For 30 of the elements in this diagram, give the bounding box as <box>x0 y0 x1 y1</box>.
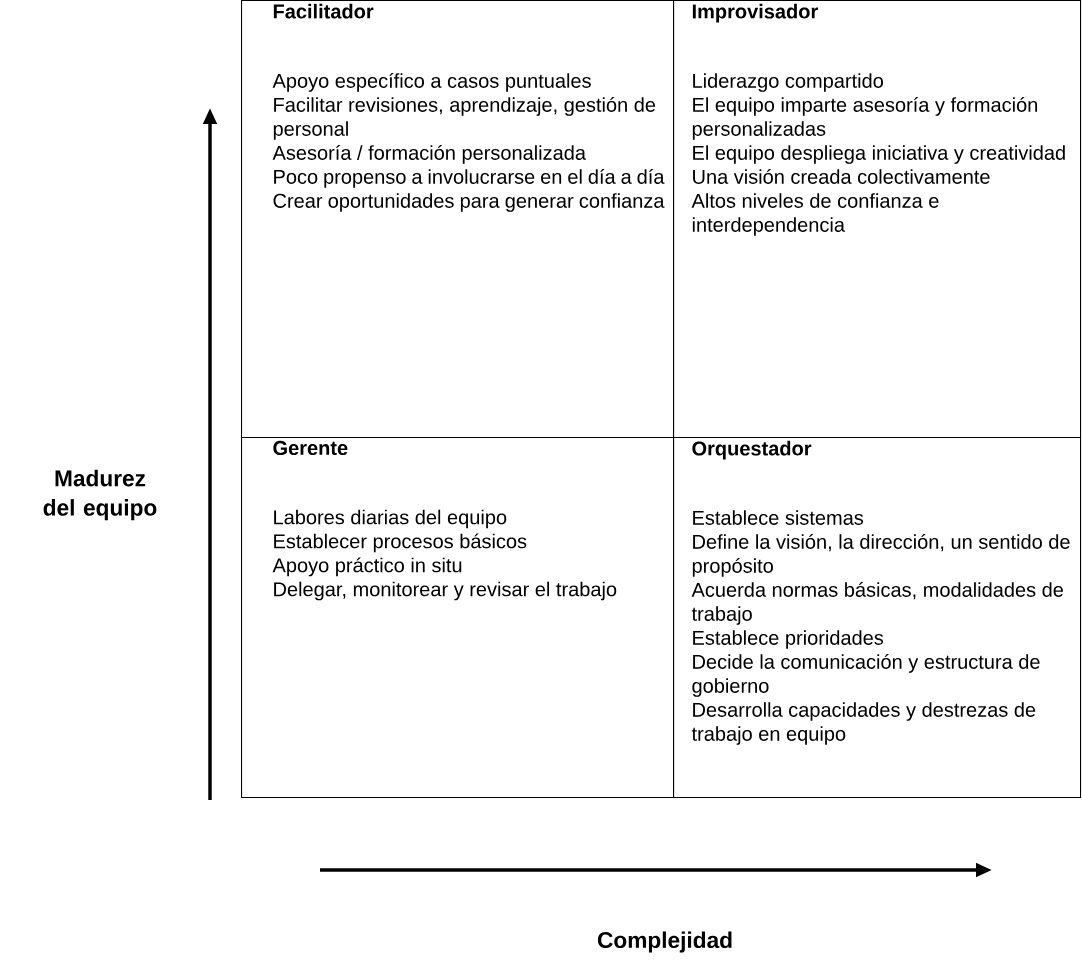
quadrant-box <box>241 437 675 799</box>
heading: Facilitador <box>273 3 374 19</box>
list-item: El equipo imparte asesoría y formación personalizadas <box>692 97 1038 140</box>
list-item: Crear oportunidades para generar confianza <box>273 193 665 212</box>
quadrant-box <box>673 0 1082 439</box>
list-item: Establecer procesos básicos <box>274 533 527 553</box>
list-item: Asesoría / formación personalizada <box>272 144 586 164</box>
list-item: Apoyo específico a casos puntuales <box>272 73 591 92</box>
list-item: Desarrolla capacidades y destrezas de trabajo en equipo <box>691 702 1036 745</box>
heading: Improvisador <box>692 3 818 23</box>
list-item: Labores diarias del equipo <box>274 509 507 529</box>
list-item: Una visión creada colectivamente <box>693 168 990 184</box>
list-item: Apoyo práctico in situ <box>272 557 462 577</box>
list-item: Establece prioridades <box>693 630 884 649</box>
list-item: Liderazgo compartido <box>693 73 883 92</box>
heading: Gerente <box>273 440 348 456</box>
axis-label: Madurez del equipo <box>43 469 157 521</box>
quadrant-box <box>241 0 675 439</box>
axis-label: Complejidad <box>597 931 732 953</box>
list-item: Establece sistemas <box>693 510 864 525</box>
list-item: Decide la comunicación y estructura de gobierno <box>692 654 1040 697</box>
list-item: Define la visión, la dirección, un sentido de propósito <box>692 534 1070 577</box>
list-item: Altos niveles de confianza e interdependencia <box>691 193 939 236</box>
heading: Orquestador <box>692 440 812 460</box>
list-item: Acuerda normas básicas, modalidades de trabajo <box>691 582 1063 625</box>
list-item: El equipo despliega iniciativa y creatividad <box>693 145 1065 164</box>
list-item: Delegar, monitorear y revisar el trabajo <box>274 581 617 601</box>
quadrant-box <box>673 437 1082 799</box>
list-item: Poco propenso a involucrarse en el día a día <box>274 168 665 188</box>
list-item: Facilitar revisiones, aprendizaje, gestión de personal <box>273 97 656 140</box>
